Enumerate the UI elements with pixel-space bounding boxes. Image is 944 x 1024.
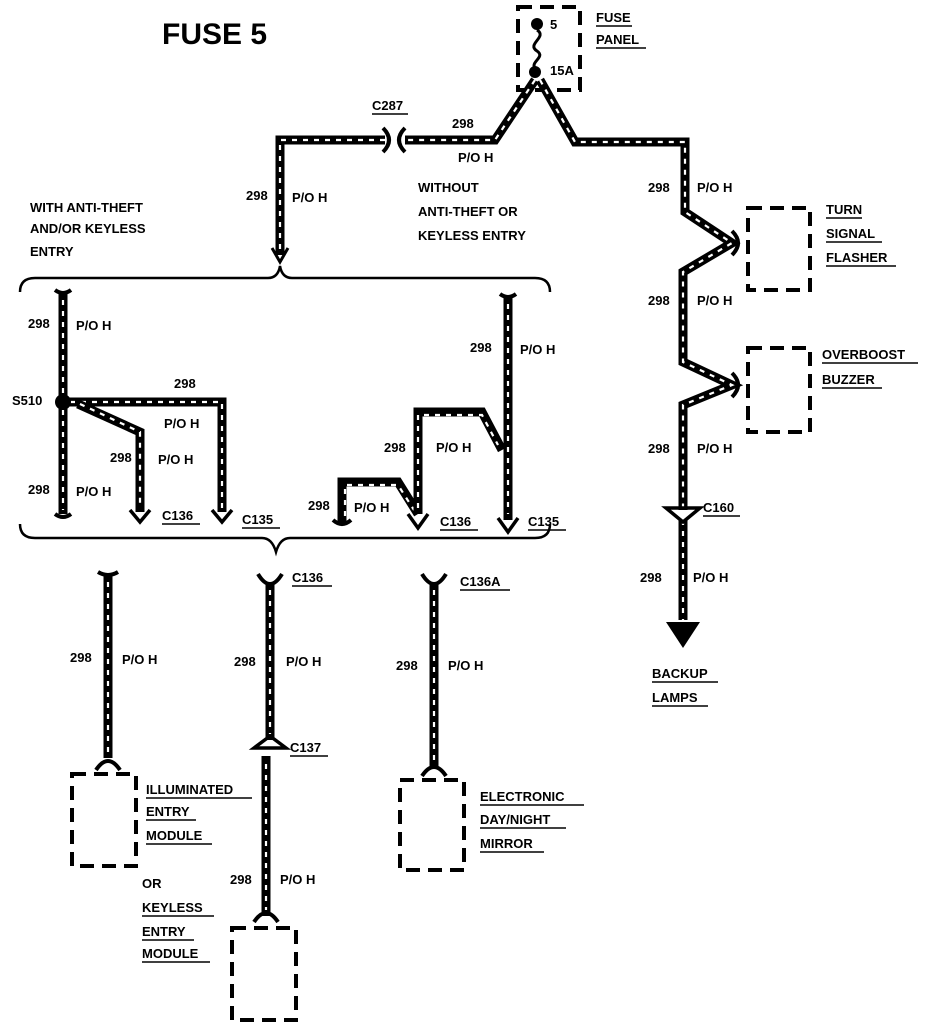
wire-color: P/O H	[520, 342, 555, 357]
buzzer-label-1: OVERBOOST	[822, 347, 905, 362]
wire-number: 298	[640, 570, 662, 585]
connector-c287-left	[381, 126, 391, 154]
diagram-title: FUSE 5	[162, 18, 267, 51]
label-c137: C137	[290, 740, 321, 755]
wire-number: 298	[648, 180, 670, 195]
wire-color: P/O H	[697, 441, 732, 456]
backup-label-1: BACKUP	[652, 666, 708, 681]
illuminated-entry-module-box	[70, 772, 138, 868]
brace-lower	[18, 523, 552, 557]
wire-color: P/O H	[448, 658, 483, 673]
fuse-terminal-bottom	[529, 66, 541, 78]
wire-main-right	[536, 77, 744, 648]
fuse-element-icon	[532, 28, 542, 69]
wire-color: P/O H	[76, 484, 111, 499]
fuse-panel-label-1: FUSE	[596, 10, 631, 25]
label-s510: S510	[12, 393, 42, 408]
note-with-antitheft-2: AND/OR KEYLESS	[30, 221, 146, 236]
wire-color: P/O H	[292, 190, 327, 205]
mirror-label-1: ELECTRONIC	[480, 789, 565, 804]
mirror-label-2: DAY/NIGHT	[480, 812, 550, 827]
connector-c287-right	[397, 126, 407, 154]
wire-main-left	[270, 77, 539, 266]
label-c136a: C136A	[460, 574, 501, 589]
wire-mid-variant	[337, 296, 513, 522]
wire-number: 298	[246, 188, 268, 203]
label-c135-mid: C135	[528, 514, 559, 529]
overboost-buzzer-box	[746, 346, 812, 434]
wire-color: P/O H	[164, 416, 199, 431]
label-c136-bottom: C136	[292, 570, 323, 585]
brace-upper	[18, 265, 552, 293]
connector-flasher	[730, 229, 740, 257]
wire-color: P/O H	[286, 654, 321, 669]
note-without-antitheft-3: KEYLESS ENTRY	[418, 228, 526, 243]
wire-color: P/O H	[280, 872, 315, 887]
wire-number: 298	[396, 658, 418, 673]
wire-number: 298	[470, 340, 492, 355]
fuse-number: 5	[550, 17, 557, 32]
wire-color: P/O H	[354, 500, 389, 515]
label-c287: C287	[372, 98, 403, 113]
wire-color: P/O H	[436, 440, 471, 455]
wire-color: P/O H	[122, 652, 157, 667]
connector-c136a	[420, 572, 448, 586]
mirror-label-3: MIRROR	[480, 836, 533, 851]
note-without-antitheft-1: WITHOUT	[418, 180, 479, 195]
note-with-antitheft-1: WITH ANTI-THEFT	[30, 200, 143, 215]
fuse-rating: 15A	[550, 63, 574, 78]
label-c160: C160	[703, 500, 734, 515]
label-c135-left: C135	[242, 512, 273, 527]
turn-signal-flasher-box	[746, 206, 812, 292]
wire-number: 298	[384, 440, 406, 455]
wire-number: 298	[28, 316, 50, 331]
fuse-terminal-top	[531, 18, 543, 30]
wire-color: P/O H	[697, 293, 732, 308]
wire-number: 298	[648, 293, 670, 308]
wire-number: 298	[110, 450, 132, 465]
splice-s510	[55, 394, 71, 410]
label-c136-left: C136	[162, 508, 193, 523]
keyless-entry-module-box	[230, 926, 298, 1022]
wire-number: 298	[648, 441, 670, 456]
wire-number: 298	[230, 872, 252, 887]
wire-bottom-feeds	[103, 575, 439, 916]
iem-label-1: ILLUMINATED	[146, 782, 233, 797]
wire-number: 298	[28, 482, 50, 497]
note-without-antitheft-2: ANTI-THEFT OR	[418, 204, 518, 219]
iem-label-2: ENTRY	[146, 804, 190, 819]
wire-number: 298	[308, 498, 330, 513]
label-c136-mid: C136	[440, 514, 471, 529]
wire-color: P/O H	[158, 452, 193, 467]
wire-color: P/O H	[697, 180, 732, 195]
connector-buzzer	[730, 371, 740, 399]
flasher-label-2: SIGNAL	[826, 226, 875, 241]
iem-label-3: MODULE	[146, 828, 203, 843]
wire-color: P/O H	[76, 318, 111, 333]
kem-label-2: ENTRY	[142, 924, 186, 939]
wire-number: 298	[70, 650, 92, 665]
flasher-label-3: FLASHER	[826, 250, 888, 265]
kem-label-3: MODULE	[142, 946, 199, 961]
or-label: OR	[142, 876, 162, 891]
flasher-label-1: TURN	[826, 202, 862, 217]
wire-number: 298	[174, 376, 196, 391]
wire-color: P/O H	[693, 570, 728, 585]
wire-color: P/O H	[458, 150, 493, 165]
connector-c136-bottom	[256, 572, 284, 586]
buzzer-label-2: BUZZER	[822, 372, 875, 387]
wire-number: 298	[452, 116, 474, 131]
fuse-panel-label-2: PANEL	[596, 32, 639, 47]
note-with-antitheft-3: ENTRY	[30, 244, 74, 259]
backup-label-2: LAMPS	[652, 690, 698, 705]
connector-c137	[248, 733, 292, 750]
daynight-mirror-box	[398, 778, 466, 872]
wire-number: 298	[234, 654, 256, 669]
kem-label-1: KEYLESS	[142, 900, 203, 915]
connector-c160	[661, 506, 705, 525]
